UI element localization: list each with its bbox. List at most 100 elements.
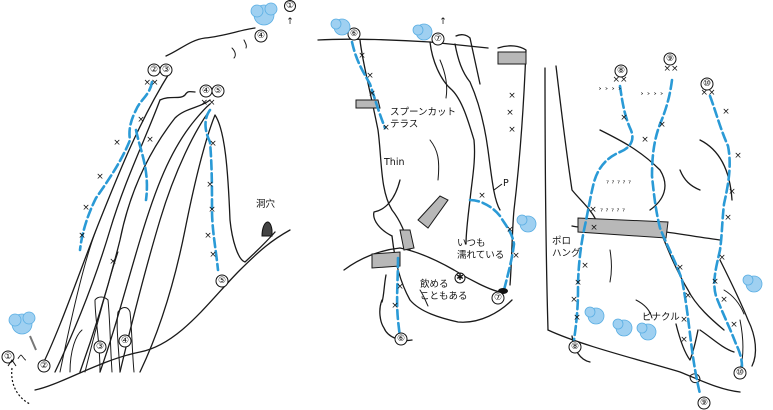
route-9-line <box>650 78 702 396</box>
svg-text:×: × <box>676 263 684 273</box>
svg-text:×: × <box>680 335 688 345</box>
arrow-to-route-1 <box>11 367 31 405</box>
label-hang: ハング <box>552 247 581 259</box>
route-number-9-top: ⑨ <box>663 52 677 66</box>
route-number-7-bottom: ⑦ <box>491 288 508 305</box>
left-wall <box>34 27 291 391</box>
route-8-line <box>572 84 634 342</box>
svg-text:②: ② <box>150 65 158 75</box>
svg-text:×: × <box>680 315 688 325</box>
svg-text:⑦: ⑦ <box>494 293 502 303</box>
svg-text:×: × <box>718 253 726 263</box>
svg-text:×: × <box>722 107 730 117</box>
svg-text:⑩: ⑩ <box>703 79 711 89</box>
p-pointer <box>493 183 503 191</box>
svg-text:×: × <box>109 257 117 267</box>
route-number-2-3-top: ② ③ <box>147 63 173 77</box>
svg-text:✱: ✱ <box>456 273 464 283</box>
svg-text:⑥: ⑥ <box>397 334 405 344</box>
svg-text:×: × <box>512 251 520 261</box>
svg-text:⑨: ⑨ <box>700 398 708 408</box>
svg-text:×: × <box>396 282 404 292</box>
svg-text:⑧: ⑧ <box>571 342 579 352</box>
svg-text:×: × <box>478 191 486 201</box>
ledge <box>497 51 527 65</box>
label-drinkable-1: 飲める <box>420 278 449 290</box>
route-number-7-top: ⑦ ↑ <box>431 17 447 46</box>
svg-text:⑥: ⑥ <box>350 29 358 39</box>
svg-text:ˀ ˀ ˀ ˀ ˀ: ˀ ˀ ˀ ˀ ˀ <box>600 207 625 216</box>
svg-text:ˀ ˀ ˀ ˀ ˀ: ˀ ˀ ˀ ˀ ˀ <box>606 179 631 188</box>
tree-icon <box>584 306 605 325</box>
svg-text:×: × <box>209 139 217 149</box>
svg-text:×: × <box>711 277 719 287</box>
svg-text:⑧: ⑧ <box>617 66 625 76</box>
route-number-4-bottom: ④ <box>118 334 132 348</box>
cave-icon <box>261 221 273 237</box>
label-terrace: テラス <box>390 119 418 130</box>
arrow-head-icon <box>7 359 17 367</box>
label-cave: 洞穴 <box>256 198 276 210</box>
svg-text:⑦: ⑦ <box>434 34 442 44</box>
ledge <box>417 195 449 229</box>
svg-text:①: ① <box>4 352 12 362</box>
svg-text:××: ×× <box>663 64 678 74</box>
svg-text:×: × <box>728 187 736 197</box>
svg-text:×: × <box>508 125 516 135</box>
route-number-10-bottom: ⑩ <box>733 366 747 380</box>
route-number-1-top: ① ↑ <box>284 0 296 27</box>
svg-text:×: × <box>590 223 598 233</box>
svg-text:×: × <box>724 213 732 223</box>
tree-icon <box>8 311 37 351</box>
label-spoon-cut: スプーンカット <box>390 107 456 118</box>
svg-text:×: × <box>573 313 581 323</box>
bolts-right: ×× ×× ×× × × × × × × × × × × × × × × × ×… <box>570 64 742 345</box>
svg-text:××: ×× <box>143 78 158 88</box>
tree-icon <box>250 2 278 26</box>
svg-text:×: × <box>574 278 582 288</box>
svg-text:⑨: ⑨ <box>666 54 674 64</box>
label-always-wet-1: いつも <box>457 238 486 249</box>
hook-marks: ˃ ˃ ˃ ˃ ˃ ˃ ˃ ˃ ˀ ˀ ˀ ˀ ˀ ˀ ˀ ˀ ˀ ˀ <box>598 86 664 216</box>
tree-icon <box>636 322 657 341</box>
route-number-9-bottom: ⑨ <box>697 396 711 410</box>
route-number-10-top: ⑩ <box>700 77 714 91</box>
svg-text:④: ④ <box>121 336 129 346</box>
svg-text:×: × <box>641 135 649 145</box>
svg-text:×: × <box>581 261 589 271</box>
svg-text:˃ ˃ ˃ ˃: ˃ ˃ ˃ ˃ <box>598 86 622 96</box>
label-p: P <box>503 178 509 189</box>
svg-text:×: × <box>684 291 692 301</box>
svg-text:×: × <box>620 113 628 123</box>
route-number-2-bottom: ② <box>37 359 51 373</box>
route-5-line <box>204 108 220 272</box>
route-number-4-top: ④ <box>254 29 268 43</box>
svg-text:×: × <box>658 120 666 130</box>
svg-text:×: × <box>82 203 90 213</box>
route-2-3-line <box>78 80 154 252</box>
svg-text:˃ ˃ ˃ ˃: ˃ ˃ ˃ ˃ <box>640 91 664 101</box>
route-number-4-5-top: ④ ⑤ <box>199 84 225 98</box>
svg-text:↑: ↑ <box>286 17 294 27</box>
label-always-wet-2: 濡れている <box>457 250 504 261</box>
svg-text:×: × <box>137 115 145 125</box>
tree-icon <box>412 23 433 41</box>
svg-text:×: × <box>208 205 216 215</box>
route-number-3-bottom: ③ <box>93 340 107 354</box>
svg-text:×: × <box>720 295 728 305</box>
svg-text:×: × <box>146 135 154 145</box>
svg-text:××: ×× <box>700 88 715 98</box>
ledge <box>577 217 669 239</box>
svg-text:××: ×× <box>200 98 215 108</box>
route-number-1-bottom: ① へ <box>1 350 27 364</box>
svg-text:×: × <box>366 71 374 81</box>
svg-text:①: ① <box>286 1 294 11</box>
svg-text:×: × <box>113 138 121 148</box>
svg-text:↑: ↑ <box>439 17 447 27</box>
svg-text:×: × <box>78 231 86 241</box>
bolts-left: × × × × × × × × × × × × ×× ×× <box>78 78 217 267</box>
route-10-line <box>708 94 744 368</box>
tree-icon <box>742 274 763 293</box>
bolts-center: × × × × × × × × × × × × <box>358 51 520 311</box>
